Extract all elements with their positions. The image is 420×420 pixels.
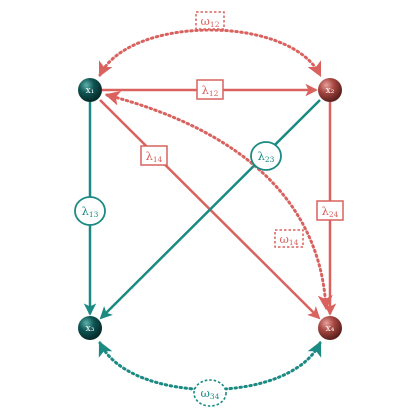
svg-text:λ13: λ13 — [82, 204, 99, 219]
svg-text:λ12: λ12 — [202, 83, 219, 98]
edge-label-lambda24: λ24 — [316, 200, 344, 221]
node-x4: x₄ — [318, 316, 342, 340]
edge-label-lambda23: λ23 — [250, 141, 282, 171]
node-x1: x₁ — [78, 78, 102, 102]
svg-text:λ24: λ24 — [322, 204, 339, 219]
node-x2: x₂ — [318, 78, 342, 102]
edge-label-lambda14: λ14 — [140, 145, 168, 166]
edge-omega14 — [104, 90, 333, 311]
edge-label-omega14: ω14 — [274, 229, 304, 248]
edge-omega12 — [98, 28, 322, 78]
svg-text:ω34: ω34 — [201, 386, 220, 401]
svg-text:λ14: λ14 — [146, 149, 163, 164]
svg-text:ω14: ω14 — [280, 232, 299, 247]
node-x3: x₃ — [78, 316, 102, 340]
svg-text:x₂: x₂ — [326, 86, 335, 96]
svg-text:λ23: λ23 — [258, 149, 275, 164]
svg-text:ω12: ω12 — [201, 14, 220, 29]
svg-text:x₃: x₃ — [86, 324, 95, 334]
edge-label-lambda12: λ12 — [196, 79, 224, 100]
edge-lambda23 — [99, 99, 321, 320]
svg-text:x₁: x₁ — [86, 86, 95, 96]
svg-text:x₄: x₄ — [326, 324, 335, 334]
edge-label-lambda13: λ13 — [74, 196, 106, 226]
edge-label-omega12: ω12 — [195, 11, 225, 30]
edge-label-omega34: ω34 — [193, 379, 227, 407]
